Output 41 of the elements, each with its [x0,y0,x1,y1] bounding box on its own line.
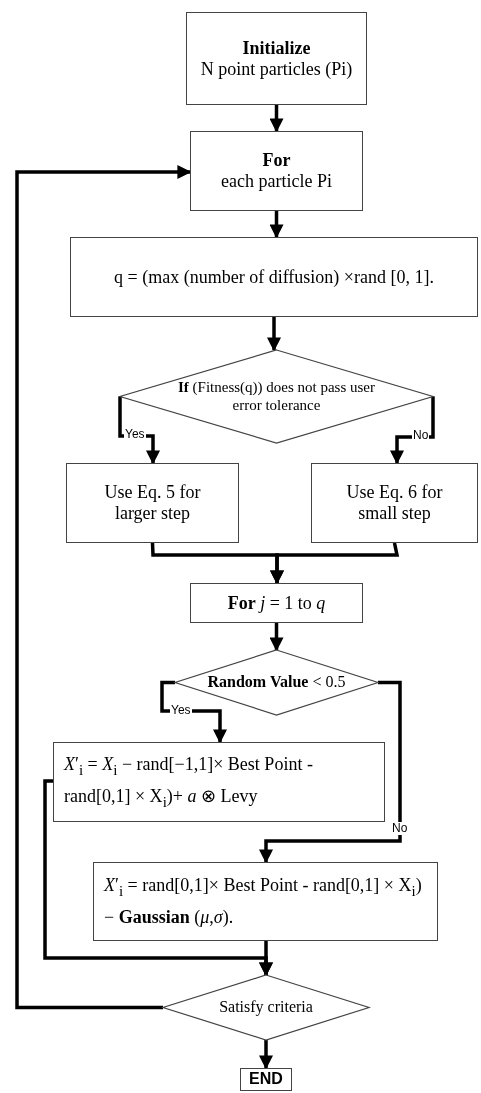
arrow [269,623,284,652]
node-text: Satisfy criteria [219,998,313,1017]
arrow [118,396,160,465]
node-text: Use Eq. 5 for larger step [103,482,202,524]
arrow [390,396,435,465]
node-heading: Initialize [242,37,311,59]
arrow [270,542,400,585]
node-text: X′$_{i}$ = rand[0,1]× Best Point - rand[0,1] × X$_{i}$) − Gaussian (μ,σ). [104,874,423,929]
process-box [93,862,438,941]
arrow [269,211,284,239]
node-text: If (Fitness(q)) does not pass user error tolerance [176,379,377,414]
arrow [259,1040,273,1070]
arrow [259,941,273,977]
edge-label: Yes [124,428,146,441]
node-text: END [249,1070,283,1089]
node-text: X′$_{i}$ = X$_{i}$ − rand[−1,1]× Best Point - rand[0,1] × X$_{i}$)+ a ⊗ Levy [64,753,314,812]
node-text: Random Value < 0.5 [207,673,346,692]
decision-diamond [120,350,433,443]
process-box [190,131,363,211]
edge-label: Yes [170,704,192,717]
arrow [15,165,192,1010]
edge-label: No [391,822,409,835]
process-box [53,742,385,822]
process-box [311,463,478,543]
process-box [186,12,367,105]
process-box [66,463,239,543]
arrow [267,317,281,352]
node-text: For j = 1 to q [227,592,326,614]
node-text: N point particles (Pi) [200,58,353,80]
process-box [190,583,363,623]
process-box [70,237,478,317]
edge-label: No [412,429,430,442]
node-heading: For [262,150,291,171]
node-text: each particle Pi [221,171,332,192]
terminal-box [240,1068,292,1091]
node-text: q = (max (number of diffusion) ×rand [0, 1]. [114,266,434,288]
arrow [259,680,402,864]
arrow [269,105,284,133]
decision-diamond [163,975,369,1040]
node-text: Use Eq. 6 for small step [345,482,444,524]
arrow [160,680,227,744]
